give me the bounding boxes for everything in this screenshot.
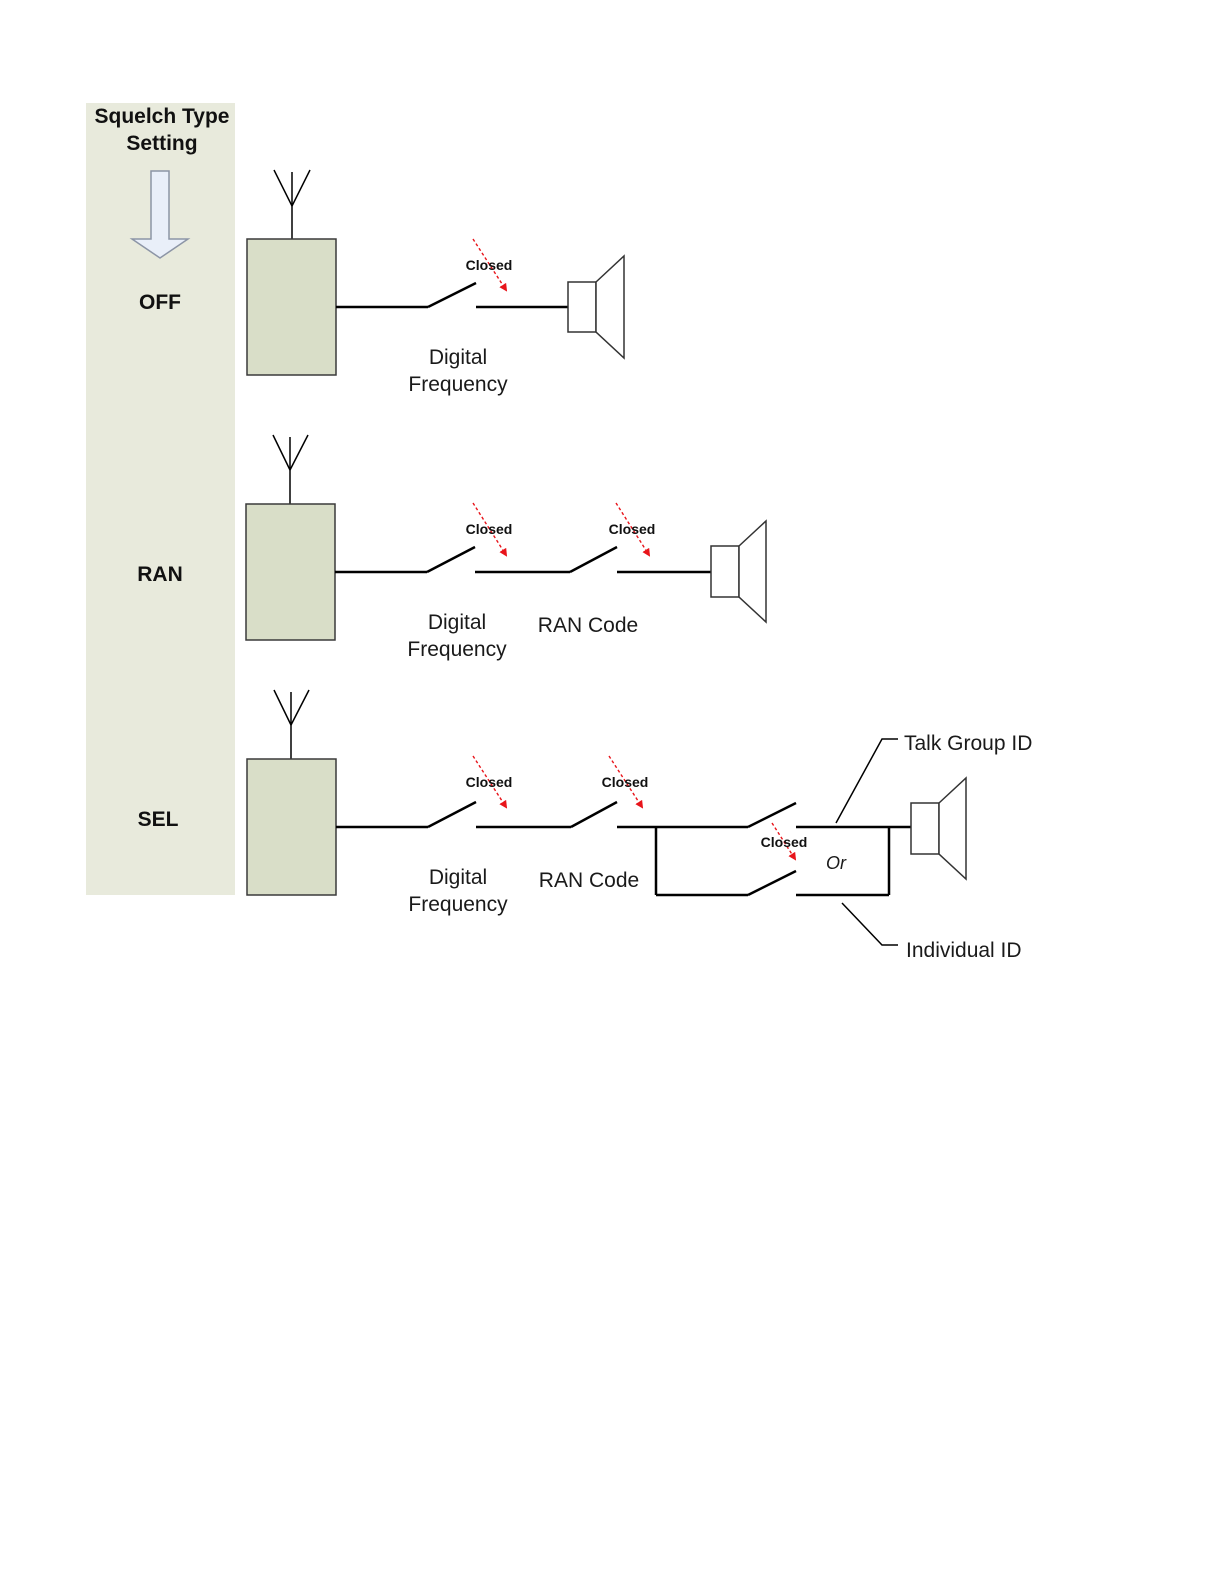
row-sel: Closed Closed Closed Or Talk Group ID In…	[247, 690, 1032, 962]
closed-label: Closed	[466, 521, 513, 537]
frequency-label: Frequency	[408, 893, 508, 916]
radio-receiver-box	[246, 504, 335, 640]
digital-label: Digital	[429, 346, 487, 369]
mode-label-off: OFF	[139, 291, 181, 314]
frequency-label: Frequency	[407, 638, 507, 661]
speaker-icon	[911, 778, 966, 879]
antenna-icon	[274, 170, 310, 239]
closed-label: Closed	[602, 774, 649, 790]
closed-label: Closed	[609, 521, 656, 537]
mode-label-ran: RAN	[137, 563, 183, 586]
speaker-icon	[568, 256, 624, 358]
digital-frequency-switch	[428, 283, 476, 307]
talk-group-id-label: Talk Group ID	[904, 732, 1032, 755]
ran-code-label: RAN Code	[538, 614, 638, 637]
closed-label: Closed	[466, 774, 513, 790]
digital-frequency-switch	[428, 802, 476, 827]
row-ran: Closed Closed Digital Frequency RAN Code	[246, 435, 766, 661]
or-label: Or	[826, 853, 847, 873]
individual-id-switch	[748, 871, 796, 895]
digital-frequency-switch	[427, 547, 475, 572]
digital-label: Digital	[429, 866, 487, 889]
sidebar-title-line1: Squelch Type	[95, 105, 230, 128]
ran-code-switch	[570, 547, 617, 572]
mode-label-sel: SEL	[138, 808, 179, 831]
ran-code-switch	[571, 802, 617, 827]
ran-code-label: RAN Code	[539, 869, 639, 892]
digital-label: Digital	[428, 611, 486, 634]
sidebar-title-line2: Setting	[126, 132, 197, 155]
antenna-icon	[273, 435, 308, 504]
radio-receiver-box	[247, 759, 336, 895]
closed-label: Closed	[466, 257, 513, 273]
individual-id-label: Individual ID	[906, 939, 1022, 962]
row-off: Closed Digital Frequency	[247, 170, 624, 396]
radio-receiver-box	[247, 239, 336, 375]
frequency-label: Frequency	[408, 373, 508, 396]
speaker-icon	[711, 521, 766, 622]
closed-label: Closed	[761, 834, 808, 850]
antenna-icon	[274, 690, 309, 759]
